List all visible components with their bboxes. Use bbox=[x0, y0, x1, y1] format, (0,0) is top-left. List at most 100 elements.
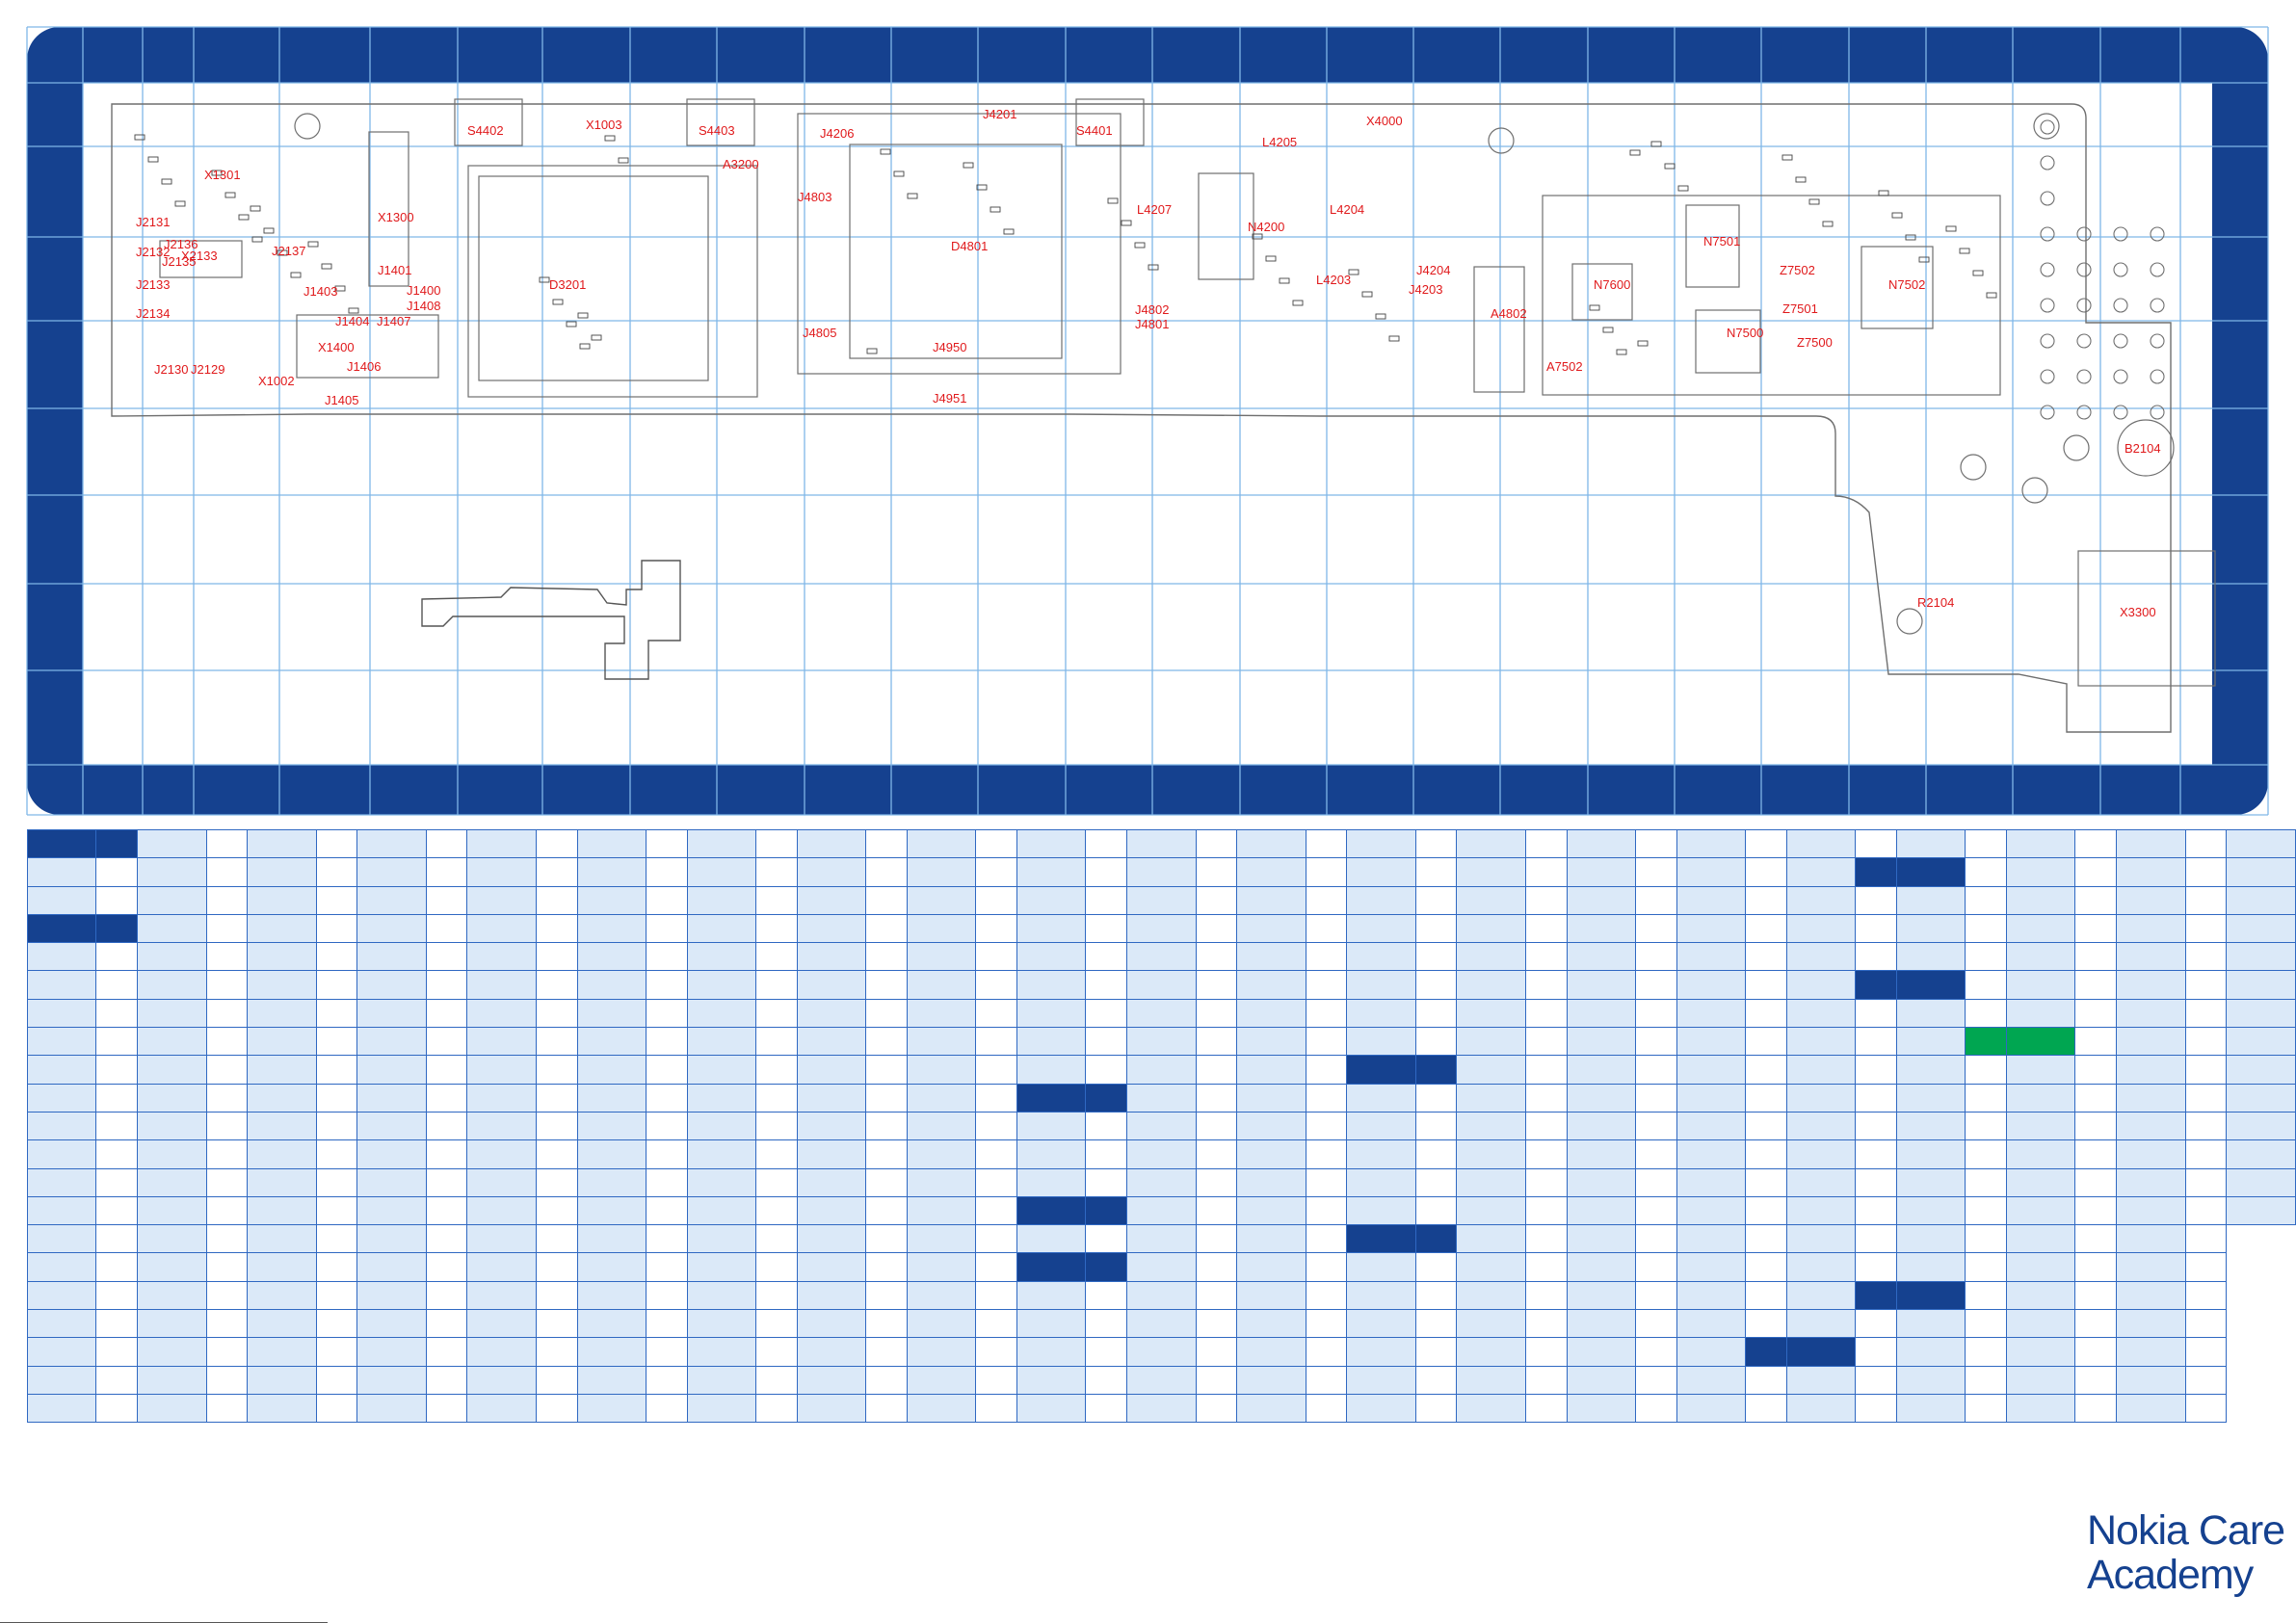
grid-cell bbox=[356, 885, 427, 915]
grid-cell bbox=[2116, 913, 2186, 944]
grid-cell bbox=[1785, 1252, 1857, 1282]
grid-cell bbox=[1456, 1111, 1526, 1141]
grid-cell bbox=[1965, 998, 2007, 1029]
grid-cell bbox=[466, 970, 537, 1000]
grid-cell bbox=[26, 1167, 97, 1197]
grid-row bbox=[26, 1111, 2296, 1141]
grid-cell bbox=[975, 1309, 1017, 1339]
grid-cell bbox=[1016, 1111, 1087, 1141]
grid-cell bbox=[645, 1139, 688, 1169]
grid-cell bbox=[645, 828, 688, 859]
grid-cell bbox=[2184, 970, 2228, 1000]
passive-component bbox=[238, 214, 250, 221]
grid-cell bbox=[1965, 1139, 2007, 1169]
side-key bbox=[1075, 98, 1145, 146]
grid-cell bbox=[2227, 1394, 2296, 1422]
grid-cell bbox=[1965, 1252, 2007, 1282]
grid-cell bbox=[1634, 1139, 1677, 1169]
passive-component bbox=[1279, 277, 1290, 284]
ref-label-j1408: J1408 bbox=[407, 299, 440, 313]
grid-cell bbox=[906, 942, 977, 972]
grid-cell bbox=[1305, 1280, 1348, 1311]
grid-cell bbox=[906, 1365, 977, 1395]
grid-cell bbox=[1895, 998, 1966, 1029]
ref-label-j4802: J4802 bbox=[1135, 302, 1169, 317]
grid-cell bbox=[425, 998, 468, 1029]
grid-cell bbox=[356, 1365, 427, 1395]
grid-cell bbox=[1566, 1337, 1636, 1367]
grid-cell bbox=[796, 1365, 867, 1395]
grid-cell bbox=[1524, 1309, 1568, 1339]
grid-cell bbox=[1085, 1337, 1128, 1367]
grid-cell bbox=[1855, 1055, 1897, 1085]
grid-cell bbox=[26, 1224, 97, 1254]
grid-cell bbox=[1895, 1337, 1966, 1367]
grid-cell bbox=[796, 1224, 867, 1254]
grid-cell bbox=[2074, 1393, 2118, 1424]
mounting-hole bbox=[1960, 454, 1987, 481]
grid-cell bbox=[1346, 1195, 1416, 1226]
grid-cell bbox=[2226, 1055, 2296, 1085]
grid-cell bbox=[1676, 1167, 1747, 1197]
grid-cell bbox=[356, 970, 427, 1000]
test-pad bbox=[2040, 298, 2055, 313]
grid-cell bbox=[906, 1224, 977, 1254]
grid-cell bbox=[1016, 1055, 1087, 1085]
grid-cell bbox=[1236, 1252, 1306, 1282]
grid-cell bbox=[315, 1111, 358, 1141]
grid-row bbox=[26, 998, 2296, 1029]
grid-cell bbox=[95, 1393, 139, 1424]
test-pad bbox=[2150, 226, 2165, 242]
grid-cell bbox=[535, 1083, 578, 1113]
passive-component bbox=[604, 135, 616, 142]
grid-cell bbox=[1305, 1055, 1348, 1085]
grid-cell bbox=[2005, 1083, 2076, 1113]
grid-cell bbox=[535, 1139, 578, 1169]
grid-cell bbox=[1414, 998, 1458, 1029]
grid-cell bbox=[576, 1195, 647, 1226]
grid-cell bbox=[2074, 970, 2118, 1000]
grid-cell bbox=[26, 1280, 97, 1311]
grid-cell bbox=[466, 1337, 537, 1367]
grid-cell bbox=[26, 828, 97, 859]
grid-cell bbox=[1016, 942, 1087, 972]
grid-cell bbox=[1634, 1393, 1677, 1424]
grid-cell bbox=[356, 1337, 427, 1367]
passive-component bbox=[1795, 176, 1807, 183]
grid-cell bbox=[1456, 1055, 1526, 1085]
grid-cell bbox=[975, 1167, 1017, 1197]
grid-row bbox=[26, 913, 2296, 944]
grid-cell bbox=[975, 913, 1017, 944]
test-pad bbox=[2040, 262, 2055, 277]
ic-n7501 bbox=[1685, 204, 1740, 288]
grid-cell bbox=[1085, 1055, 1128, 1085]
grid-cell bbox=[1745, 1224, 1787, 1254]
grid-cell bbox=[796, 1055, 867, 1085]
grid-cell bbox=[2005, 1167, 2076, 1197]
grid-row bbox=[26, 970, 2296, 1000]
ref-label-s4403: S4403 bbox=[699, 123, 735, 138]
grid-cell bbox=[1524, 913, 1568, 944]
grid-cell bbox=[26, 1309, 97, 1339]
grid-cell bbox=[1456, 1224, 1526, 1254]
grid-cell bbox=[755, 1139, 798, 1169]
passive-component bbox=[618, 157, 629, 164]
grid-cell bbox=[466, 1167, 537, 1197]
grid-cell bbox=[2005, 1252, 2076, 1282]
grid-cell bbox=[1634, 828, 1677, 859]
grid-cell bbox=[1305, 1224, 1348, 1254]
shield-d3201 bbox=[467, 165, 758, 398]
grid-cell bbox=[1195, 828, 1238, 859]
grid-cell bbox=[535, 1055, 578, 1085]
grid-cell bbox=[1346, 1337, 1416, 1367]
mounting-hole bbox=[2033, 113, 2060, 140]
grid-cell bbox=[1785, 828, 1857, 859]
grid-cell bbox=[1085, 1027, 1128, 1057]
grid-cell bbox=[906, 1139, 977, 1169]
grid-cell bbox=[686, 828, 757, 859]
grid-cell bbox=[1016, 913, 1087, 944]
grid-cell bbox=[1965, 1055, 2007, 1085]
grid-cell bbox=[2116, 1055, 2186, 1085]
grid-cell bbox=[865, 942, 908, 972]
grid-cell bbox=[425, 1309, 468, 1339]
